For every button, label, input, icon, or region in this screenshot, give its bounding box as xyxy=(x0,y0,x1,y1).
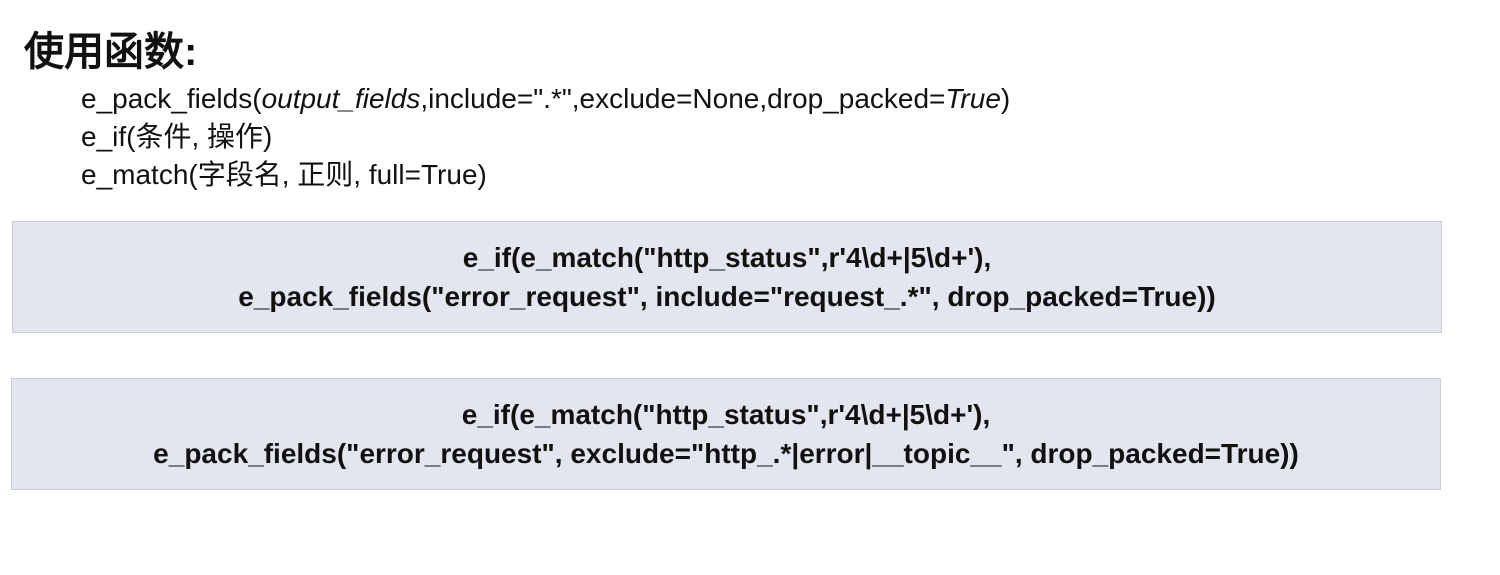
page-heading: 使用函数: xyxy=(24,30,198,74)
example-code-box-include: e_if(e_match("http_status",r'4\d+|5\d+')… xyxy=(12,221,1442,333)
example-include-line-1: e_if(e_match("http_status",r'4\d+|5\d+')… xyxy=(462,242,992,273)
signature-pack-fields: e_pack_fields(output_fields,include=".*"… xyxy=(81,80,1010,118)
signature-pack-fields-middle: ,include=".*",exclude=None,drop_packed= xyxy=(420,83,946,114)
example-include-line-2: e_pack_fields("error_request", include="… xyxy=(238,281,1216,312)
example-exclude-line-1: e_if(e_match("http_status",r'4\d+|5\d+')… xyxy=(461,399,991,430)
signature-pack-fields-prefix: e_pack_fields( xyxy=(81,83,262,114)
signature-pack-fields-output-arg: output_fields xyxy=(261,83,421,114)
function-signatures: e_pack_fields(output_fields,include=".*"… xyxy=(81,80,1010,194)
signature-pack-fields-drop-value: True xyxy=(945,83,1001,114)
example-code-box-exclude: e_if(e_match("http_status",r'4\d+|5\d+')… xyxy=(11,378,1441,490)
signature-if: e_if(条件, 操作) xyxy=(81,121,273,152)
signature-match: e_match(字段名, 正则, full=True) xyxy=(81,159,487,190)
signature-pack-fields-suffix: ) xyxy=(1000,83,1011,114)
example-exclude-line-2: e_pack_fields("error_request", exclude="… xyxy=(153,438,1299,469)
